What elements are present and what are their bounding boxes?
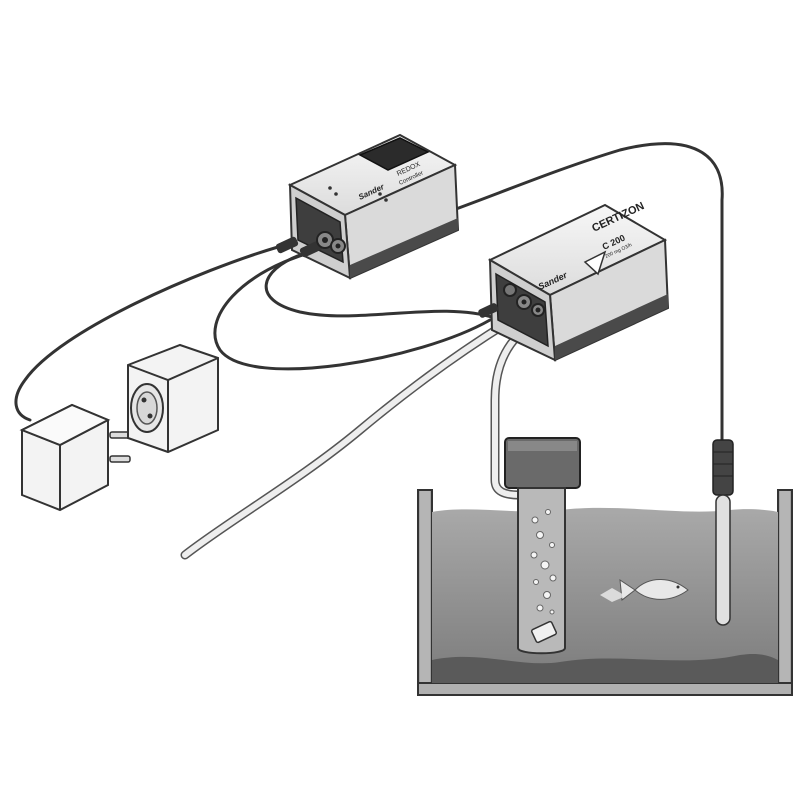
tank-right-wall	[777, 489, 793, 696]
controller-to-ozonizer-cable	[264, 253, 497, 320]
redox-electrode	[712, 439, 734, 626]
ozonizer-unit: CERTIZON C 200 200 mg O3/h Sander	[478, 200, 670, 362]
electrode-connector	[712, 439, 734, 496]
air-stone	[530, 620, 558, 644]
fish-icon	[600, 578, 689, 602]
indicator-led	[378, 192, 382, 196]
air-bubbles	[530, 509, 557, 615]
tank-sediment	[432, 653, 778, 683]
ozonizer-connectors	[478, 283, 545, 318]
indicator-led	[384, 198, 388, 202]
electrode-body	[715, 494, 731, 626]
plug-prong	[109, 455, 131, 463]
warning-triangle-icon	[583, 250, 607, 276]
reactor-column	[504, 437, 581, 655]
redox-controller: REDOX Controller Sander	[275, 133, 460, 280]
power-adapter	[19, 403, 131, 512]
wall-socket	[127, 343, 219, 454]
tank-bottom	[417, 682, 793, 696]
aquarium-tank	[417, 489, 793, 696]
indicator-led	[334, 192, 338, 196]
controller-power-cable	[14, 245, 280, 422]
tank-left-wall	[417, 489, 433, 696]
controller-connectors	[275, 231, 346, 258]
controller-display	[358, 137, 430, 171]
controller-loop-cable	[213, 248, 492, 371]
indicator-led	[328, 186, 332, 190]
